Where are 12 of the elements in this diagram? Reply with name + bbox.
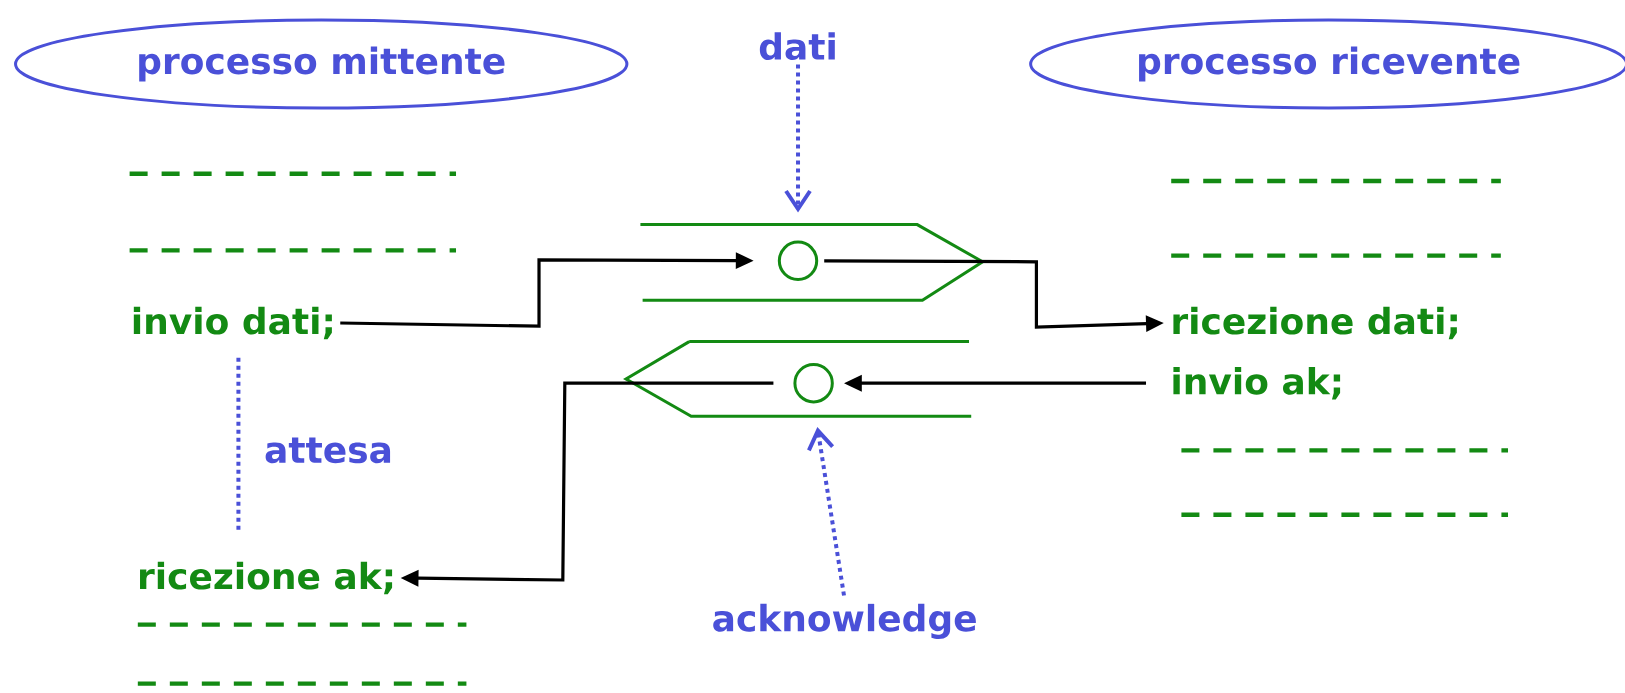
dotted-line: [236, 357, 241, 532]
dotted-arrow: [784, 64, 812, 213]
channel-circle: [793, 363, 834, 404]
statement-text: ricezione dati;: [1173, 306, 1457, 340]
edge-label: attesa: [265, 437, 391, 464]
statement-text: invio dati;: [133, 306, 332, 340]
statement-text: ricezione ak;: [140, 561, 393, 595]
statement-text: invio ak;: [1173, 366, 1341, 400]
channel-circle: [777, 240, 819, 281]
dotted-arrow: [807, 427, 846, 596]
annotation-text: acknowledge: [713, 603, 976, 639]
annotation-text: dati: [759, 32, 835, 61]
